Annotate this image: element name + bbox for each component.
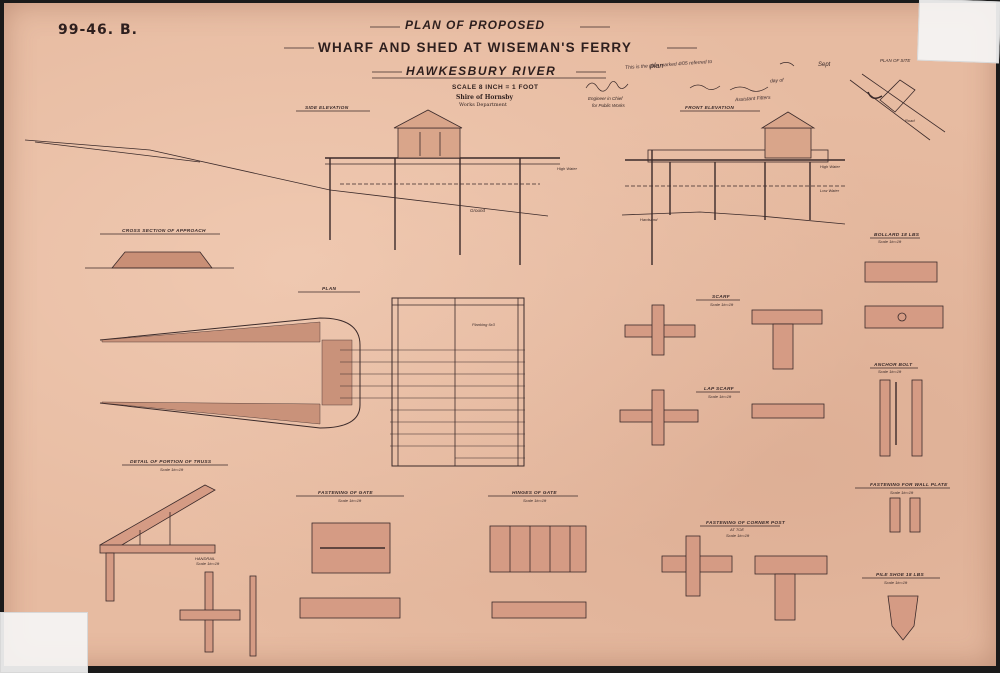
signature-scribble bbox=[585, 62, 795, 92]
blueprint-sheet bbox=[4, 3, 996, 666]
scale-label: SCALE 8 INCH = 1 FOOT bbox=[452, 84, 539, 91]
fastening-gate-scale: Scale 1in=1ft bbox=[338, 498, 362, 503]
high-water-label-side: High Water bbox=[557, 166, 578, 171]
cross-section: CROSS SECTION OF APPROACH bbox=[85, 228, 234, 269]
department-label: Works Department bbox=[459, 102, 507, 108]
pile-shoe-detail: PILE SHOE 18 LBS Scale 1in=1ft bbox=[862, 572, 940, 641]
title-line-1: PLAN OF PROPOSED bbox=[405, 18, 546, 32]
corner-post-detail: FASTENING OF CORNER POST AT TOE Scale 1i… bbox=[661, 520, 828, 621]
plan-of-site: PLAN OF SITE Road bbox=[849, 58, 946, 141]
corner-post-sub: AT TOE bbox=[729, 527, 744, 532]
plan-of-site-label: PLAN OF SITE bbox=[880, 58, 911, 63]
title-line-2: WHARF AND SHED AT WISEMAN'S FERRY bbox=[318, 40, 633, 55]
corner-post-label: FASTENING OF CORNER POST bbox=[706, 520, 786, 526]
truss-detail: DETAIL OF PORTION OF TRUSS Scale 1in=1ft… bbox=[99, 459, 257, 657]
title-rules bbox=[284, 26, 697, 79]
sheet-reference: 99-46. B. bbox=[58, 22, 138, 38]
hardsand-label: Hardsand bbox=[640, 217, 658, 222]
bollard-scale: Scale 1in=1ft bbox=[878, 239, 902, 244]
cross-section-label: CROSS SECTION OF APPROACH bbox=[122, 228, 206, 234]
low-water-label-front: Low Water bbox=[820, 188, 840, 193]
authority-label: Shire of Hornsby bbox=[456, 94, 513, 101]
fastening-gate-label: FASTENING OF GATE bbox=[318, 490, 373, 496]
anchor-bolt-scale: Scale 1in=1ft bbox=[878, 369, 902, 374]
high-water-label-front: High Water bbox=[820, 164, 841, 169]
scarf-label: SCARF bbox=[712, 294, 731, 300]
truss-label: DETAIL OF PORTION OF TRUSS bbox=[130, 459, 212, 465]
pile-shoe-label: PILE SHOE 18 LBS bbox=[876, 572, 924, 578]
lap-scarf-label: LAP SCARF bbox=[704, 386, 735, 392]
ground-label-side: Ground bbox=[470, 208, 486, 213]
plan-view: PLAN Planking 6x3 bbox=[99, 286, 525, 467]
scarf-scale: Scale 1in=1ft bbox=[710, 302, 734, 307]
lap-scarf-scale: Scale 1in=1ft bbox=[708, 394, 732, 399]
handrail-scale: Scale 1in=1ft bbox=[196, 561, 220, 566]
scarf-detail: SCARF Scale 1in=1ft LAP SCARF Scale 1in=… bbox=[619, 294, 825, 446]
pile-shoe-scale: Scale 1in=1ft bbox=[884, 580, 908, 585]
fastening-gate-detail: FASTENING OF GATE Scale 1in=1ft bbox=[296, 490, 404, 619]
front-elevation-label: FRONT ELEVATION bbox=[685, 105, 734, 111]
anchor-bolt-detail: ANCHOR BOLT Scale 1in=1ft bbox=[870, 362, 923, 457]
bollard-detail: BOLLARD 18 LBS Scale 1in=1ft bbox=[864, 232, 944, 329]
side-elevation: SIDE ELEVATION Ground High Water bbox=[24, 105, 578, 265]
engineer-title-line2: for Public Works bbox=[592, 103, 625, 108]
road-label: Road bbox=[905, 118, 915, 123]
wall-plate-scale: Scale 1in=1ft bbox=[890, 490, 914, 495]
engineer-title-line1: Engineer in Chief bbox=[588, 96, 623, 101]
handwriting-plan: plan bbox=[649, 63, 663, 70]
handrail-label: HANDRAIL bbox=[195, 556, 215, 561]
plan-label: PLAN bbox=[322, 286, 336, 292]
truss-scale: Scale 1in=1ft bbox=[160, 467, 184, 472]
hinges-gate-detail: HINGES OF GATE Scale 1in=1ft bbox=[488, 490, 587, 619]
handwriting-date: Sept bbox=[818, 62, 831, 68]
hinges-gate-scale: Scale 1in=1ft bbox=[523, 498, 547, 503]
wall-plate-label: FASTENING FOR WALL PLATE bbox=[870, 482, 948, 488]
planking-label: Planking 6x3 bbox=[472, 322, 496, 327]
bollard-label: BOLLARD 18 LBS bbox=[874, 232, 920, 238]
anchor-bolt-label: ANCHOR BOLT bbox=[873, 362, 913, 368]
title-line-3: HAWKESBURY RIVER bbox=[406, 64, 557, 78]
hinges-gate-label: HINGES OF GATE bbox=[512, 490, 557, 496]
wall-plate-detail: FASTENING FOR WALL PLATE Scale 1in=1ft bbox=[855, 482, 950, 533]
corner-post-scale: Scale 1in=1ft bbox=[726, 533, 750, 538]
side-elevation-label: SIDE ELEVATION bbox=[305, 105, 349, 111]
front-elevation: FRONT ELEVATION High Water Low Water Har… bbox=[621, 105, 846, 265]
